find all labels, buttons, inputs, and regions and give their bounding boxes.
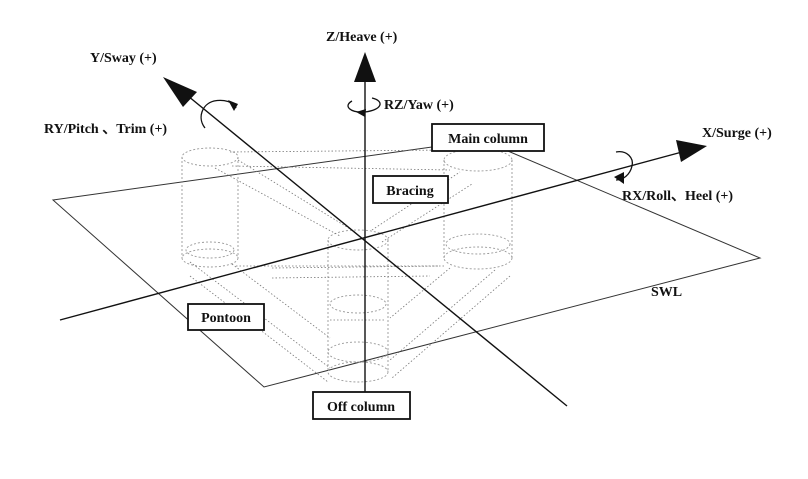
ry-pitch-label: RY/Pitch 、Trim (+)	[44, 122, 167, 137]
pontoon-callout: Pontoon	[187, 303, 265, 331]
coordinate-axes	[59, 52, 707, 407]
x-axis-line	[59, 151, 683, 321]
center-off-column	[327, 229, 389, 383]
main-column-label: Main column	[448, 132, 528, 147]
off-column-label: Off column	[327, 400, 395, 415]
main-column-callout: Main column	[431, 123, 545, 152]
y-axis-line	[187, 95, 568, 407]
y-sway-label: Y/Sway (+)	[90, 51, 157, 66]
z-axis-arrowhead	[354, 52, 376, 82]
swl-label: SWL	[651, 285, 682, 300]
off-column-callout: Off column	[312, 391, 411, 420]
y-axis-arrowhead	[163, 77, 197, 107]
rz-yaw-label: RZ/Yaw (+)	[384, 98, 454, 113]
x-axis-arrowhead	[676, 140, 707, 162]
main-column-back-left	[181, 147, 239, 268]
x-surge-label: X/Surge (+)	[702, 126, 772, 141]
rx-roll-label: RX/Roll、Heel (+)	[622, 189, 733, 204]
pontoon-label: Pontoon	[201, 311, 251, 326]
bracing-label: Bracing	[386, 184, 433, 199]
main-column-right	[443, 148, 513, 270]
platform-structure	[181, 147, 513, 383]
bracing-callout: Bracing	[372, 175, 449, 204]
rotation-arrows	[200, 97, 633, 184]
z-heave-label: Z/Heave (+)	[326, 30, 398, 45]
